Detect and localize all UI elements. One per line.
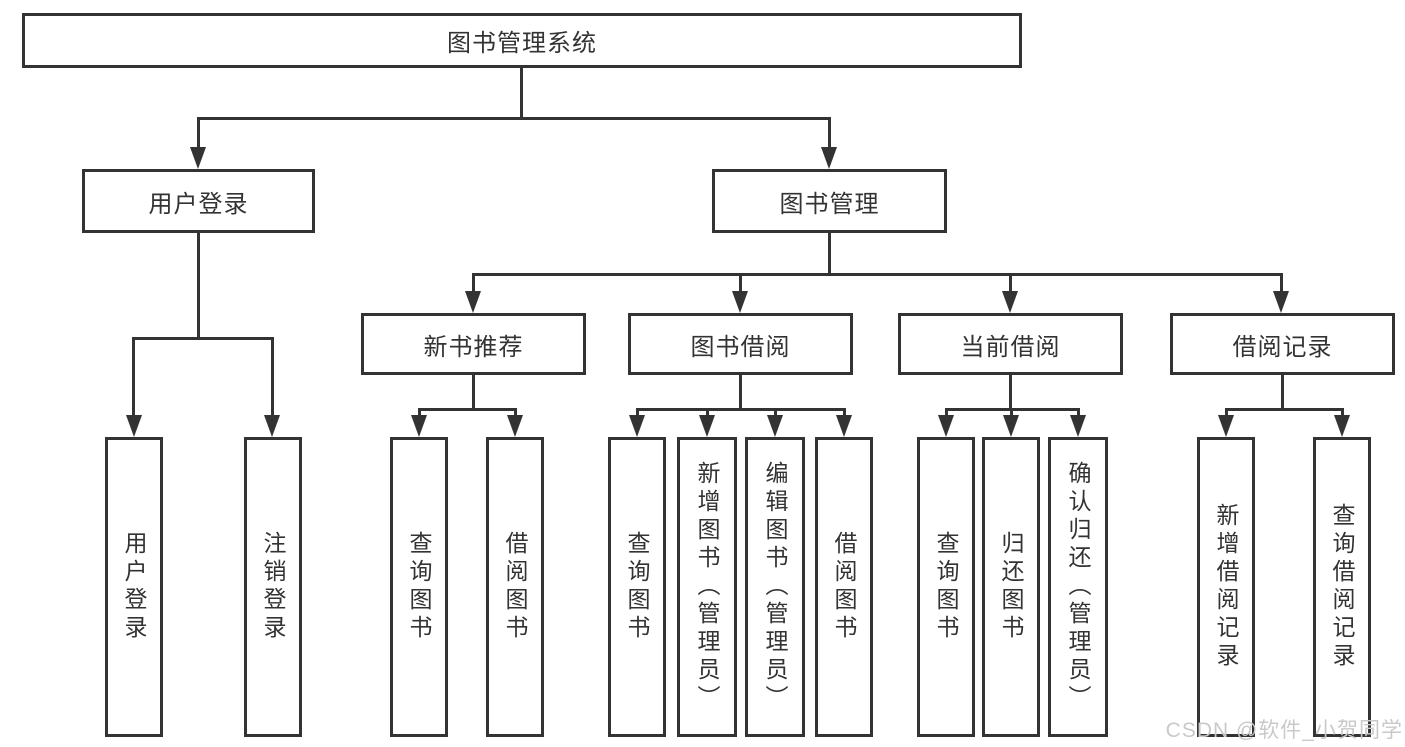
connector-line	[132, 337, 274, 340]
connector-line	[1225, 408, 1343, 411]
node-borrow-books-borrowing: 借阅图书	[815, 437, 873, 737]
node-add-books-admin: 新增图书（管理员）	[677, 437, 737, 737]
connector-line	[636, 408, 845, 411]
arrow-down-icon	[629, 415, 645, 437]
node-book-management: 图书管理	[712, 169, 947, 233]
arrow-down-icon	[1003, 415, 1019, 437]
connector-line	[418, 408, 421, 415]
connector-line	[271, 337, 274, 415]
arrow-down-icon	[465, 291, 481, 313]
connector-line	[1009, 375, 1012, 408]
connector-line	[197, 117, 200, 147]
node-current-borrowing: 当前借阅	[898, 313, 1123, 375]
connector-line	[132, 337, 135, 415]
node-confirm-return-admin: 确认归还（管理员）	[1048, 437, 1108, 737]
node-new-book-recommendation: 新书推荐	[361, 313, 586, 375]
connector-line	[739, 273, 742, 291]
arrow-down-icon	[264, 415, 280, 437]
node-borrowing-records: 借阅记录	[1170, 313, 1395, 375]
connector-line	[1009, 273, 1012, 291]
connector-line	[739, 375, 742, 408]
arrow-down-icon	[190, 147, 206, 169]
connector-line	[1280, 273, 1283, 291]
connector-line	[197, 233, 200, 337]
arrow-down-icon	[1218, 415, 1234, 437]
node-edit-books-admin: 编辑图书（管理员）	[745, 437, 805, 737]
arrow-down-icon	[732, 291, 748, 313]
connector-line	[514, 408, 517, 415]
connector-line	[418, 408, 516, 411]
connector-line	[828, 233, 831, 273]
connector-line	[828, 117, 831, 147]
arrow-down-icon	[1334, 415, 1350, 437]
node-logout-leaf: 注销登录	[244, 437, 302, 737]
node-query-books-recommend: 查询图书	[390, 437, 448, 737]
connector-line	[1010, 408, 1013, 415]
arrow-down-icon	[507, 415, 523, 437]
node-user-login-leaf: 用户登录	[105, 437, 163, 737]
arrow-down-icon	[1273, 291, 1289, 313]
arrow-down-icon	[126, 415, 142, 437]
arrow-down-icon	[938, 415, 954, 437]
node-book-borrowing: 图书借阅	[628, 313, 853, 375]
connector-line	[774, 408, 777, 415]
node-user-login: 用户登录	[82, 169, 315, 233]
arrow-down-icon	[1070, 415, 1086, 437]
node-query-books-current: 查询图书	[917, 437, 975, 737]
arrow-down-icon	[411, 415, 427, 437]
arrow-down-icon	[699, 415, 715, 437]
node-borrow-books-recommend: 借阅图书	[486, 437, 544, 737]
connector-line	[1341, 408, 1344, 415]
node-query-books-borrowing: 查询图书	[608, 437, 666, 737]
connector-line	[843, 408, 846, 415]
node-return-books: 归还图书	[982, 437, 1040, 737]
watermark: CSDN @软件_小贺同学	[1165, 719, 1403, 742]
connector-line	[472, 273, 475, 291]
connector-line	[472, 273, 1282, 276]
node-add-borrow-record: 新增借阅记录	[1197, 437, 1255, 737]
connector-line	[1281, 375, 1284, 408]
connector-line	[472, 375, 475, 408]
node-library-management-system: 图书管理系统	[22, 13, 1022, 68]
connector-line	[1225, 408, 1228, 415]
connector-line	[706, 408, 709, 415]
arrow-down-icon	[821, 147, 837, 169]
connector-line	[197, 117, 831, 120]
connector-line	[1077, 408, 1080, 415]
arrow-down-icon	[767, 415, 783, 437]
connector-line	[636, 408, 639, 415]
arrow-down-icon	[1002, 291, 1018, 313]
arrow-down-icon	[836, 415, 852, 437]
connector-line	[945, 408, 948, 415]
connector-line	[520, 68, 523, 117]
node-query-borrow-record: 查询借阅记录	[1313, 437, 1371, 737]
